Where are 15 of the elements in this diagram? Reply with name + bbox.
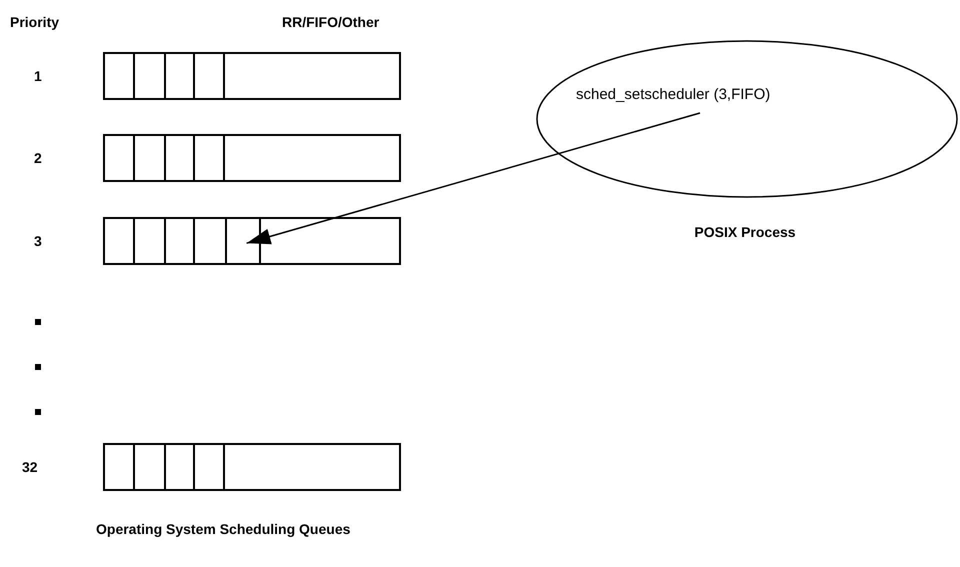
priority-number: 3	[34, 233, 42, 249]
function-call-text: sched_setscheduler (3,FIFO)	[576, 86, 770, 103]
column-heading: RR/FIFO/Other	[282, 14, 380, 30]
caption: Operating System Scheduling Queues	[96, 521, 350, 537]
column-heading: Priority	[10, 14, 60, 30]
priority-number: 1	[34, 68, 42, 84]
priority-number: 32	[22, 459, 38, 475]
arrow	[246, 112, 700, 244]
queue-slot	[225, 219, 261, 263]
priority-number: 2	[34, 150, 42, 166]
queue-bar	[103, 134, 401, 182]
queue-bar	[103, 217, 401, 265]
queue-bar	[103, 443, 401, 491]
queue-bar	[103, 52, 401, 100]
process-label: POSIX Process	[694, 224, 796, 240]
